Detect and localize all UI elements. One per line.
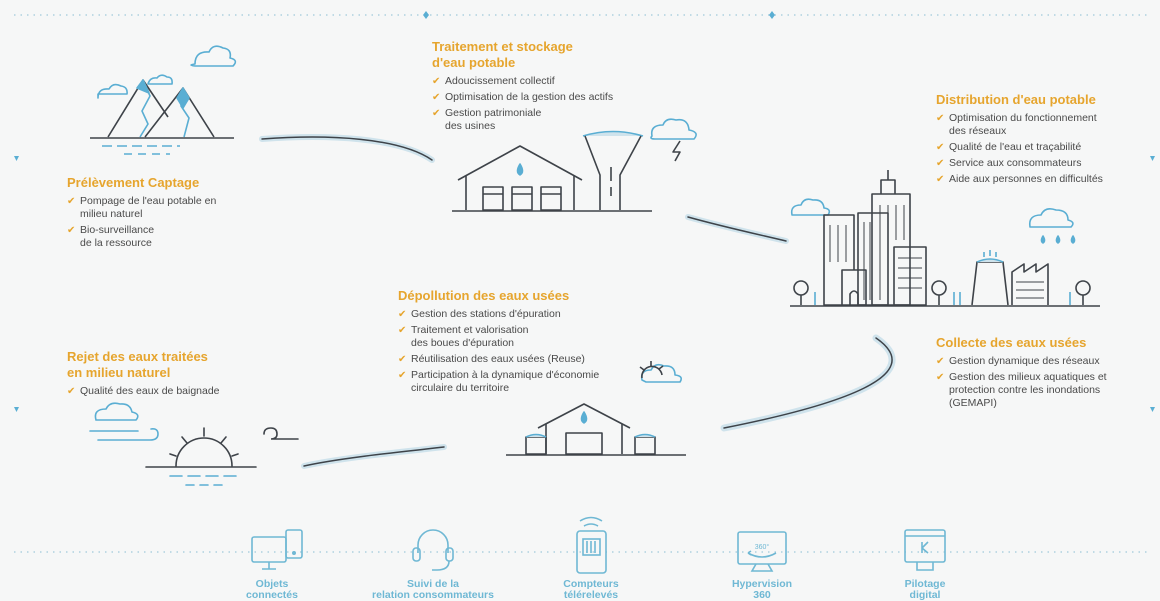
digital-control-icon <box>904 529 946 571</box>
list-item: Réutilisation des eaux usées (Reuse) <box>398 353 648 366</box>
list-item: Qualité de l'eau et traçabilité <box>936 141 1146 154</box>
tool-suivi-relation[interactable]: Suivi de la relation consommateurs <box>358 577 508 601</box>
list-item: Service aux consommateurs <box>936 157 1146 170</box>
headset-icon <box>412 529 454 571</box>
block-title: Rejet des eaux traitées en milieu nature… <box>67 349 208 380</box>
block-list: Adoucissement collectif Optimisation de … <box>432 75 672 133</box>
list-item: Gestion des stations d'épuration <box>398 308 648 321</box>
tool-label: Hypervision 360 <box>731 578 793 601</box>
block-title: Prélèvement Captage <box>67 175 200 190</box>
treatment-plant-icon <box>452 118 697 212</box>
block-list: Optimisation du fonctionnement des résea… <box>936 112 1146 186</box>
hypervision-monitor-icon <box>737 531 787 572</box>
list-item: Pompage de l'eau potable en milieu natur… <box>67 195 267 221</box>
block-title: Dépollution des eaux usées <box>398 288 570 303</box>
tool-objets-connectes[interactable]: Objets connectés <box>227 577 317 601</box>
block-list: Pompage de l'eau potable en milieu natur… <box>67 195 267 250</box>
smart-meter-icon <box>576 516 607 574</box>
list-item: Gestion des milieux aquatiques et protec… <box>936 371 1146 410</box>
hypervision-badge: 360° <box>755 543 770 551</box>
list-item: Bio-surveillance de la ressource <box>67 224 267 250</box>
block-title: Traitement et stockage d'eau potable <box>432 39 573 70</box>
tool-label: Pilotage digital <box>904 578 946 601</box>
frame-markers <box>14 11 1155 412</box>
list-item: Gestion patrimoniale des usines <box>432 107 672 133</box>
block-list: Qualité des eaux de baignade <box>67 385 267 398</box>
block-collecte: Collecte des eaux usées Gestion dynamiqu… <box>936 335 1146 413</box>
block-prelevement: Prélèvement Captage Pompage de l'eau pot… <box>67 175 267 253</box>
block-distribution: Distribution d'eau potable Optimisation … <box>936 92 1146 189</box>
sunset-wind-icon <box>89 402 299 486</box>
list-item: Adoucissement collectif <box>432 75 672 88</box>
list-item: Traitement et valorisation des boues d'é… <box>398 324 648 350</box>
tool-pilotage[interactable]: Pilotage digital <box>880 577 970 601</box>
block-list: Gestion des stations d'épuration Traitem… <box>398 308 648 395</box>
dotted-frame <box>14 14 1150 553</box>
tool-label: Objets connectés <box>246 578 298 601</box>
block-list: Gestion dynamique des réseaux Gestion de… <box>936 355 1146 410</box>
list-item: Qualité des eaux de baignade <box>67 385 267 398</box>
flow-streams <box>259 134 896 469</box>
tool-label: Compteurs télérelevés <box>563 578 619 601</box>
list-item: Participation à la dynamique d'économie … <box>398 369 648 395</box>
tool-hypervision[interactable]: Hypervision 360 <box>717 577 807 601</box>
block-title: Distribution d'eau potable <box>936 92 1096 107</box>
mountains-icon <box>90 45 237 155</box>
city-icon <box>790 170 1100 307</box>
connected-devices-icon <box>251 529 303 570</box>
tool-label: Suivi de la relation consommateurs <box>372 578 494 601</box>
block-traitement: Traitement et stockage d'eau potable Ado… <box>432 39 672 136</box>
list-item: Optimisation de la gestion des actifs <box>432 91 672 104</box>
block-title: Collecte des eaux usées <box>936 335 1087 350</box>
block-rejet: Rejet des eaux traitées en milieu nature… <box>67 349 267 401</box>
list-item: Aide aux personnes en difficultés <box>936 173 1146 186</box>
tool-compteurs[interactable]: Compteurs télérelevés <box>545 577 637 601</box>
list-item: Gestion dynamique des réseaux <box>936 355 1146 368</box>
block-depollution: Dépollution des eaux usées Gestion des s… <box>398 288 648 398</box>
list-item: Optimisation du fonctionnement des résea… <box>936 112 1146 138</box>
